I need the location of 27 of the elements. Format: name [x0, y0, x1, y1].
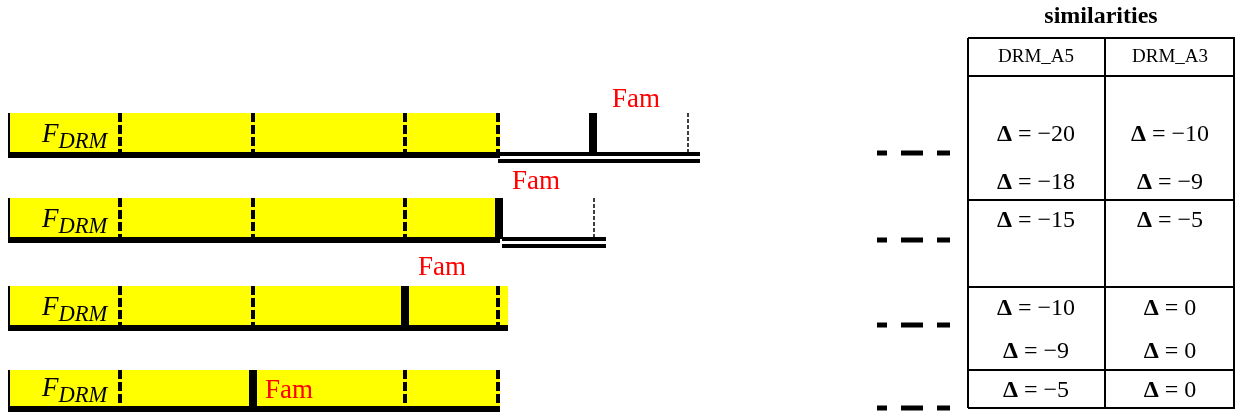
domain-label: F$_{DRM}$	[42, 205, 108, 238]
similarity-value: Δ = −10	[1130, 121, 1210, 145]
sequence-bar	[8, 113, 500, 158]
column-header: DRM_A3	[1132, 46, 1208, 65]
similarity-value: Δ = −5	[1002, 377, 1070, 401]
similarity-value: Δ = −15	[996, 207, 1076, 231]
fam-label: Fam	[512, 167, 560, 194]
domain-label: F$_{DRM}$	[42, 120, 108, 153]
fam-label: Fam	[418, 253, 466, 280]
domain-label: F$_{DRM}$	[42, 293, 108, 326]
sequence-bar	[8, 286, 508, 331]
similarity-value: Δ = −18	[996, 169, 1076, 193]
similarity-value: Δ = −5	[1136, 207, 1204, 231]
sequence-bar	[8, 198, 500, 243]
fam-label: Fam	[612, 85, 660, 112]
column-header: DRM_A5	[998, 46, 1074, 65]
domain-label: F$_{DRM}$	[42, 374, 108, 407]
similarity-value: Δ = −10	[996, 295, 1076, 319]
similarity-value: Δ = −9	[1136, 169, 1204, 193]
sequence-bar	[8, 370, 500, 412]
similarity-value: Δ = −20	[996, 121, 1076, 145]
similarity-value: Δ = 0	[1143, 338, 1197, 362]
table-title: similarities	[1044, 3, 1158, 27]
similarity-value: Δ = 0	[1143, 377, 1197, 401]
similarity-value: Δ = 0	[1143, 295, 1197, 319]
similarity-value: Δ = −9	[1002, 338, 1070, 362]
fam-label: Fam	[265, 376, 313, 403]
